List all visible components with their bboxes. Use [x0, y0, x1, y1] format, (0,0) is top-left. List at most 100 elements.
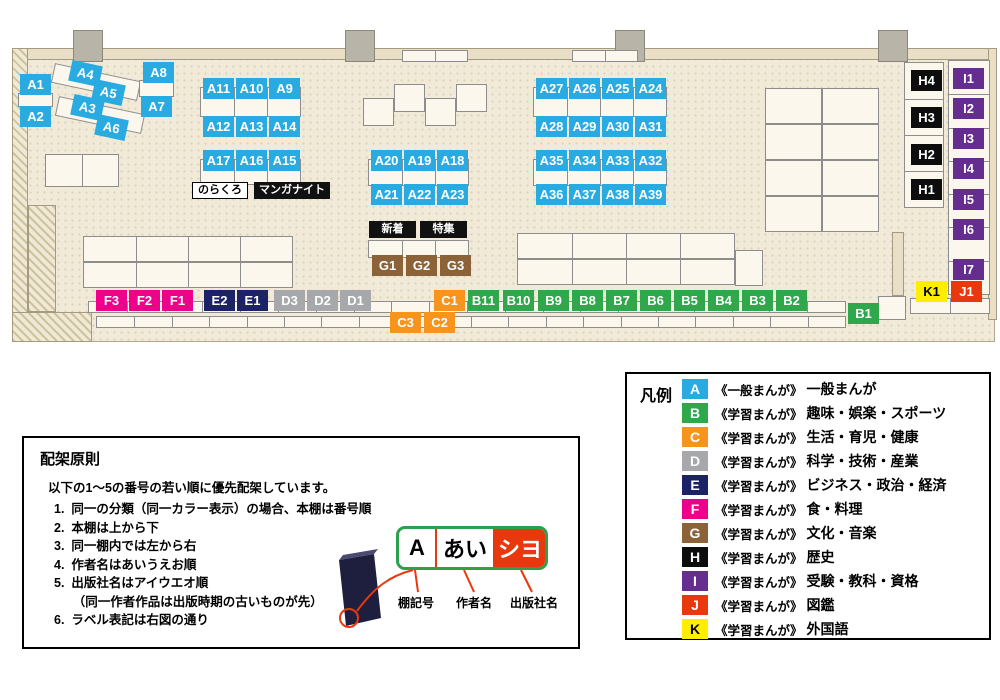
- shelf-label-I6: I6: [953, 219, 984, 240]
- pillar: [345, 30, 375, 62]
- shelf-divider: [695, 317, 697, 327]
- legend-row-D: D《学習まんが》科学・技術・産業: [682, 451, 947, 471]
- bookshelf: [735, 250, 763, 286]
- shelf-label-I5: I5: [953, 189, 984, 210]
- legend-row-E: E《学習まんが》ビジネス・政治・経済: [682, 475, 947, 495]
- shelf-label-C3: C3: [390, 312, 421, 333]
- shelf-divider: [680, 260, 681, 284]
- shelf-label-B8: B8: [572, 290, 603, 311]
- shelf-label-A32: A32: [635, 150, 666, 171]
- shelf-divider: [126, 302, 128, 312]
- shelf-divider: [633, 160, 634, 185]
- shelf-divider: [508, 317, 510, 327]
- bookshelf: [765, 196, 822, 232]
- shelf-label-I7: I7: [953, 259, 984, 280]
- shelf-divider: [246, 317, 248, 327]
- shelf-divider: [807, 317, 809, 327]
- legend-category-label: 受験・教科・資格: [806, 573, 919, 589]
- shelf-divider: [680, 234, 681, 258]
- shelf-label-B9: B9: [538, 290, 569, 311]
- map-text-label: 新着: [369, 221, 416, 238]
- shelf-label-F3: F3: [96, 290, 127, 311]
- legend-swatch-K: K: [682, 619, 708, 639]
- legend-type: 《学習まんが》: [715, 431, 803, 446]
- shelf-label-A14: A14: [269, 116, 300, 137]
- shelf-divider: [402, 160, 403, 185]
- shelf-divider: [949, 94, 989, 96]
- legend-row-A: A《一般まんが》一般まんが: [682, 379, 947, 399]
- shelf-label-A13: A13: [236, 116, 267, 137]
- legend-category-label: 文化・音楽: [806, 525, 877, 541]
- label-example: A あい シヨ: [396, 526, 548, 570]
- shelf-label-A17: A17: [203, 150, 234, 171]
- bookshelf: [18, 93, 53, 107]
- pillar: [73, 30, 103, 62]
- principle-item: 3. 同一棚内では左から右: [54, 539, 197, 553]
- legend-swatch-H: H: [682, 547, 708, 567]
- legend-swatch-J: J: [682, 595, 708, 615]
- shelf-divider: [626, 234, 627, 258]
- map-text-label: 特集: [420, 221, 467, 238]
- shelf-label-J1: J1: [951, 281, 982, 302]
- shelf-label-A8: A8: [143, 62, 174, 83]
- shelf-divider: [770, 317, 772, 327]
- wall-segment: [12, 312, 92, 342]
- shelf-label-B11: B11: [468, 290, 499, 311]
- shelf-divider: [240, 263, 241, 287]
- shelf-label-F2: F2: [129, 290, 160, 311]
- shelf-divider: [134, 317, 136, 327]
- legend-type: 《学習まんが》: [715, 575, 803, 590]
- shelf-label-E1: E1: [237, 290, 268, 311]
- shelf-divider: [583, 317, 585, 327]
- legend-type: 《学習まんが》: [715, 503, 803, 518]
- shelf-divider: [391, 302, 393, 312]
- caption-publisher: 出版社名: [510, 596, 559, 610]
- shelf-divider: [267, 160, 268, 184]
- legend-type: 《学習まんが》: [715, 551, 803, 566]
- shelf-label-A36: A36: [536, 184, 567, 205]
- shelf-label-B2: B2: [776, 290, 807, 311]
- shelf-label-I1: I1: [953, 68, 984, 89]
- shelf-divider: [572, 234, 573, 258]
- shelf-label-A27: A27: [536, 78, 567, 99]
- shelf-divider: [807, 302, 809, 312]
- shelf-divider: [950, 299, 951, 313]
- bookshelf: [910, 298, 990, 314]
- bookshelf: [96, 316, 846, 328]
- shelf-label-H3: H3: [911, 107, 942, 128]
- shelf-divider: [620, 317, 622, 327]
- shelf-divider: [633, 88, 634, 116]
- principle-item: 1. 同一の分類（同一カラー表示）の場合、本棚は番号順: [54, 502, 372, 516]
- shelf-label-I4: I4: [953, 158, 984, 179]
- shelf-divider: [567, 88, 568, 116]
- shelf-divider: [600, 88, 601, 116]
- bookshelf: [402, 50, 468, 62]
- legend-row-H: H《学習まんが》歴史: [682, 547, 947, 567]
- bookshelf: [394, 84, 425, 112]
- shelf-divider: [545, 317, 547, 327]
- shelf-divider: [658, 317, 659, 327]
- legend-swatch-D: D: [682, 451, 708, 471]
- shelf-label-A26: A26: [569, 78, 600, 99]
- label-position-circle: [339, 608, 359, 628]
- shelf-label-G3: G3: [440, 255, 471, 276]
- legend-swatch-A: A: [682, 379, 708, 399]
- shelf-label-D2: D2: [307, 290, 338, 311]
- shelf-label-A11: A11: [203, 78, 234, 99]
- shelving-principles-panel: 配架原則 以下の1〜5の番号の若い順に優先配架しています。 1. 同一の分類（同…: [22, 436, 580, 649]
- bookshelf: [83, 262, 293, 288]
- legend-type: 《学習まんが》: [715, 455, 803, 470]
- shelf-divider: [435, 160, 436, 185]
- shelf-divider: [626, 260, 627, 284]
- pointer-curve: [356, 569, 414, 612]
- principle-item: （同一作者作品は出版時期の古いものが先）: [54, 594, 323, 609]
- book-icon: [339, 554, 381, 626]
- shelf-divider: [188, 237, 189, 261]
- bookshelf: [456, 84, 487, 112]
- shelf-divider: [605, 51, 606, 61]
- shelf-label-A9: A9: [269, 78, 300, 99]
- shelf-label-B1: B1: [848, 303, 879, 324]
- principle-item: 6. ラベル表記は右図の通り: [54, 613, 209, 627]
